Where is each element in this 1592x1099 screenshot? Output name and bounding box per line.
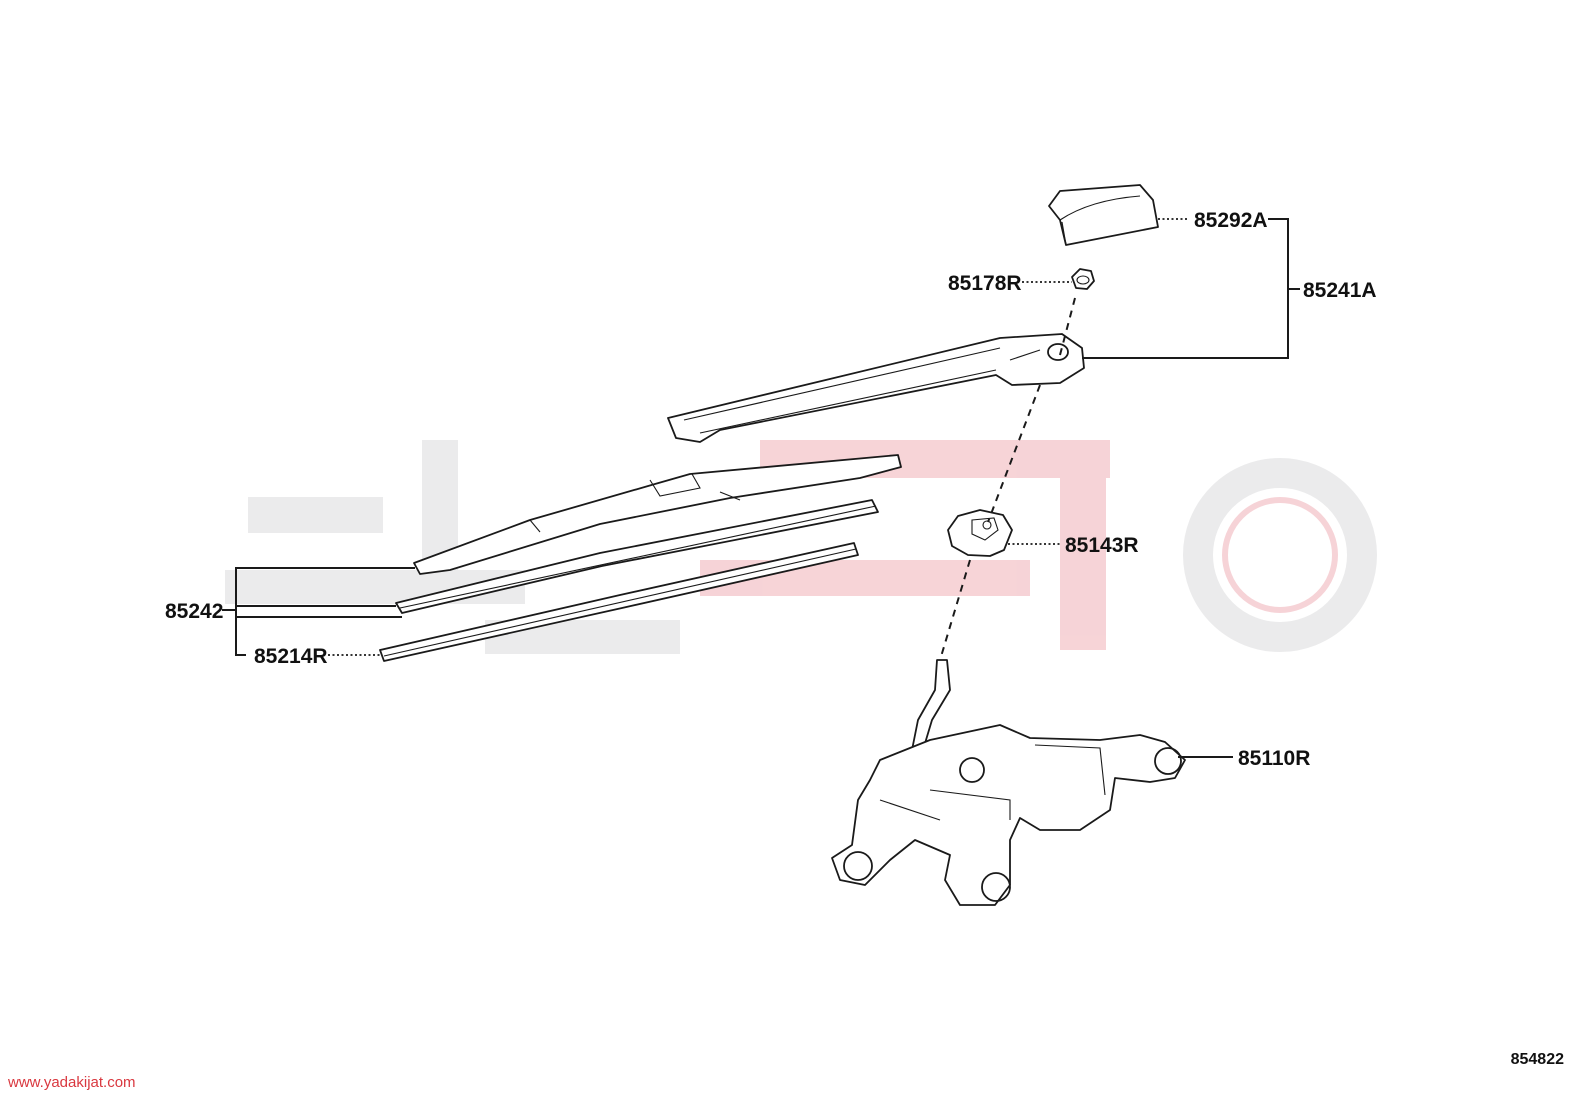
wiper-arm (667, 333, 1085, 443)
callout-85242: 85242 (165, 600, 223, 623)
diagram-reference-number: 854822 (1510, 1051, 1564, 1068)
pivot-cap (947, 509, 1013, 557)
callout-85241A: 85241A (1303, 279, 1377, 302)
arm-cap (1048, 184, 1159, 246)
nut (1071, 268, 1095, 290)
blade-rubber (379, 542, 859, 662)
assembly-axis (939, 297, 1076, 661)
callout-85143R: 85143R (1065, 534, 1139, 557)
callout-85110R: 85110R (1238, 747, 1310, 770)
blade-strip-upper (395, 499, 879, 614)
watermark-logo (225, 440, 1377, 654)
callout-85214R: 85214R (254, 645, 328, 668)
leader-lines (222, 218, 1300, 758)
wiper-blade-frame (413, 454, 902, 575)
wiper-motor (831, 659, 1186, 906)
callout-85292A: 85292A (1194, 209, 1268, 232)
callout-85178R: 85178R (948, 272, 1022, 295)
watermark-url: www.yadakijat.com (8, 1074, 136, 1091)
